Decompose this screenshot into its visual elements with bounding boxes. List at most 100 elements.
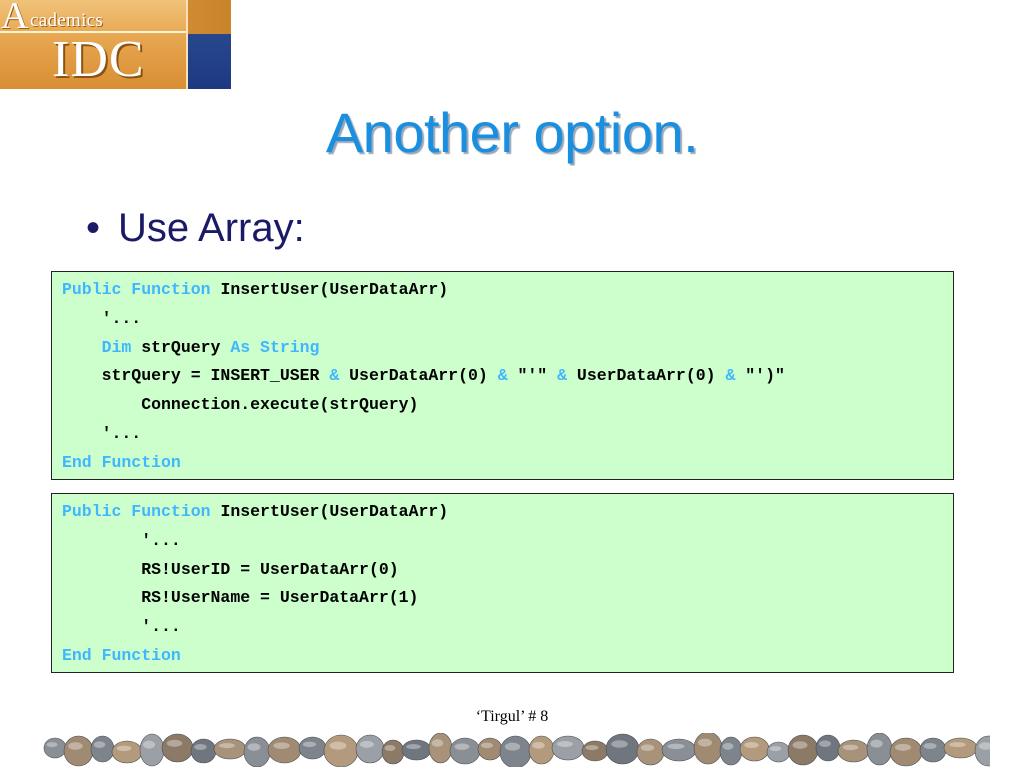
code-text: '...	[62, 617, 181, 637]
code-keyword: &	[497, 366, 508, 386]
stone-shape	[477, 737, 503, 761]
stone-highlight	[842, 744, 859, 751]
code-line: '...	[62, 420, 142, 448]
stone-shape	[190, 738, 217, 764]
stone-shape	[139, 733, 165, 767]
stone-highlight	[769, 746, 782, 752]
stone-highlight	[895, 743, 911, 751]
code-keyword: As String	[230, 337, 320, 357]
code-line: Connection.execute(strQuery)	[62, 391, 418, 419]
code-block-2: Public Function InsertUser(UserDataArr) …	[51, 493, 954, 673]
code-line: End Function	[62, 449, 181, 477]
code-text: '...	[62, 424, 142, 443]
code-line: strQuery = INSERT_USER & UserDataArr(0) …	[62, 362, 785, 390]
stone-shape	[636, 738, 665, 766]
code-line: '...	[62, 527, 181, 555]
code-text: strQuery = INSERT_USER	[62, 366, 330, 386]
stone-shape	[243, 736, 271, 767]
stone-highlight	[360, 740, 374, 748]
stone-shape	[267, 736, 302, 764]
stone-shape	[90, 735, 115, 763]
stone-highlight	[302, 741, 317, 748]
stone-highlight	[329, 741, 347, 750]
code-keyword: &	[557, 366, 568, 386]
stone-shape	[787, 734, 819, 766]
slide-footer: ‘Tirgul’ # 8	[475, 708, 549, 725]
stone-highlight	[481, 742, 493, 749]
stone-shape	[111, 740, 143, 764]
stone-shape	[381, 739, 405, 765]
stone-shape	[605, 733, 640, 765]
stone-highlight	[870, 739, 883, 748]
stone-highlight	[247, 743, 261, 751]
code-text: "'"	[507, 366, 558, 386]
academics-idc-logo: A cademics IDC	[0, 0, 231, 89]
code-line: Public Function InsertUser(UserDataArr)	[62, 276, 448, 304]
stone-shape	[739, 736, 770, 762]
stone-shape	[815, 734, 841, 762]
stone-shape	[661, 738, 697, 762]
stone-highlight	[722, 742, 734, 750]
stone-highlight	[384, 745, 396, 751]
code-text: UserDataArr(0)	[339, 366, 498, 386]
stone-shape	[355, 734, 385, 764]
stone-highlight	[557, 741, 573, 747]
logo-small-text: cademics	[30, 10, 104, 31]
code-line: End Function	[62, 642, 181, 670]
code-keyword: End Function	[62, 646, 181, 665]
code-line: RS!UserID = UserDataArr(0)	[62, 556, 399, 584]
code-text: '...	[62, 530, 181, 550]
stone-highlight	[143, 740, 155, 749]
stone-highlight	[949, 742, 966, 748]
stone-highlight	[640, 744, 655, 751]
code-keyword: &	[725, 366, 736, 386]
stone-highlight	[611, 740, 628, 748]
stone-highlight	[978, 742, 990, 750]
stone-highlight	[532, 741, 545, 749]
stone-highlight	[166, 739, 183, 747]
stone-shape	[943, 737, 978, 759]
stones-decoration	[43, 733, 990, 767]
code-text: RS!UserID = UserDataArr(0)	[62, 559, 399, 579]
code-text: InsertUser(UserDataArr)	[220, 502, 449, 521]
code-line: RS!UserName = UserDataArr(1)	[62, 584, 418, 612]
stone-highlight	[792, 741, 808, 749]
bullet-dot-icon: •	[86, 206, 101, 250]
stone-shape	[719, 736, 743, 766]
stone-highlight	[667, 743, 685, 750]
code-keyword: Public Function	[62, 280, 221, 299]
stone-highlight	[504, 742, 521, 751]
stone-shape	[213, 738, 247, 760]
stone-shape	[766, 741, 791, 763]
code-text: "')"	[735, 366, 785, 386]
stone-shape	[63, 735, 94, 767]
stone-highlight	[744, 742, 759, 748]
bullet-text: Use Array:	[118, 206, 305, 250]
code-line: Dim strQuery As String	[62, 334, 320, 362]
stone-shape	[581, 740, 609, 762]
code-line: Public Function InsertUser(UserDataArr)	[62, 498, 448, 526]
stone-shape	[43, 737, 67, 759]
stone-shape	[528, 735, 555, 765]
logo-panel	[0, 0, 188, 89]
stone-highlight	[46, 742, 58, 748]
stone-shape	[837, 739, 870, 763]
stone-shape	[499, 735, 532, 767]
stone-highlight	[68, 742, 83, 750]
stone-highlight	[273, 742, 290, 749]
stone-shape	[449, 737, 481, 765]
stone-shape	[298, 736, 327, 760]
stone-highlight	[219, 743, 235, 749]
code-text: UserDataArr(0)	[567, 366, 726, 386]
stone-highlight	[698, 738, 712, 747]
code-keyword: Dim	[62, 337, 142, 357]
code-block-1: Public Function InsertUser(UserDataArr) …	[51, 271, 954, 480]
code-text: RS!UserName = UserDataArr(1)	[62, 588, 419, 608]
stone-highlight	[406, 744, 421, 750]
stone-highlight	[194, 744, 207, 750]
code-text: InsertUser(UserDataArr)	[220, 280, 449, 299]
slide-title: Another option.	[325, 101, 699, 164]
stone-highlight	[923, 743, 937, 749]
code-line: '...	[62, 305, 142, 333]
stone-highlight	[93, 741, 106, 748]
